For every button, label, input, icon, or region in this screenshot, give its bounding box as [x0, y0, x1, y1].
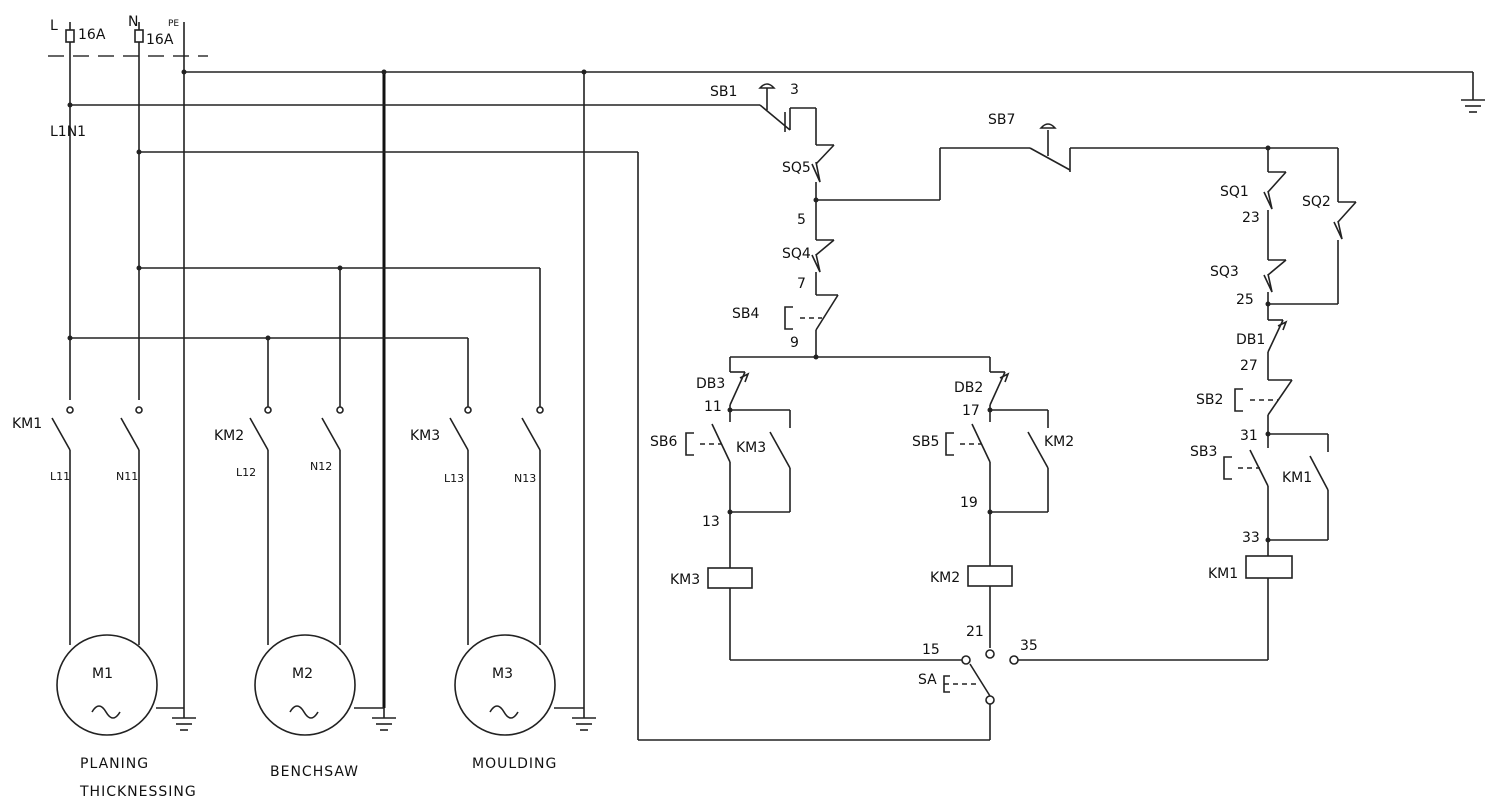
- motor-m3: [454, 634, 584, 736]
- supply-wiring: [48, 22, 1485, 741]
- db3-label: DB3: [696, 376, 725, 392]
- control-km1-branch: [816, 123, 1357, 661]
- wire-l13: L13: [444, 472, 464, 485]
- sq2-label: SQ2: [1302, 194, 1331, 210]
- db2-label: DB2: [954, 380, 983, 396]
- db1-label: DB1: [1236, 332, 1265, 348]
- sb5-label: SB5: [912, 434, 939, 450]
- control-km2-branch: [945, 357, 1049, 648]
- sq5-label: SQ5: [782, 160, 811, 176]
- node-15: 15: [922, 642, 940, 658]
- wire-n12: N12: [310, 460, 332, 473]
- km3-aux-label: KM3: [736, 440, 766, 456]
- earth-ground-icon: [572, 708, 596, 731]
- node-5: 5: [797, 212, 806, 228]
- earth-ground-icon: [372, 708, 396, 731]
- motor-m1: [56, 634, 184, 736]
- motor-m3-name: MOULDING: [472, 756, 557, 772]
- sq1-label: SQ1: [1220, 184, 1249, 200]
- node-31: 31: [1240, 428, 1258, 444]
- fuse-n-icon: [134, 29, 144, 43]
- node-25: 25: [1236, 292, 1254, 308]
- km1-aux-label: KM1: [1282, 470, 1312, 486]
- node-11: 11: [704, 399, 722, 415]
- earth-ground-icon: [1461, 99, 1485, 113]
- sb4-label: SB4: [732, 306, 759, 322]
- node-35: 35: [1020, 638, 1038, 654]
- fuse-l-rating: 16A: [78, 27, 106, 43]
- km1-power-label: KM1: [12, 416, 42, 432]
- control-km3-branch: [685, 357, 966, 661]
- node-27: 27: [1240, 358, 1258, 374]
- neutral-label: N: [128, 14, 138, 30]
- km3-power-label: KM3: [410, 428, 440, 444]
- node-19: 19: [960, 495, 978, 511]
- motor-m1-id: M1: [92, 666, 113, 682]
- motor-m2: [254, 634, 384, 736]
- fuse-n-rating: 16A: [146, 32, 174, 48]
- km2-power-label: KM2: [214, 428, 244, 444]
- line-label: L: [50, 18, 58, 34]
- motor-m3-id: M3: [492, 666, 513, 682]
- l1n1-label: L1N1: [50, 124, 86, 140]
- sa-label: SA: [918, 672, 937, 688]
- node-13: 13: [702, 514, 720, 530]
- sq4-label: SQ4: [782, 246, 811, 262]
- earth-ground-icon: [172, 708, 196, 731]
- node-7: 7: [797, 276, 806, 292]
- motor-m2-id: M2: [292, 666, 313, 682]
- motor-m1-name-line1: PLANING: [80, 756, 149, 772]
- sb1-label: SB1: [710, 84, 737, 100]
- sb2-label: SB2: [1196, 392, 1223, 408]
- km1-coil-label: KM1: [1208, 566, 1238, 582]
- sq3-label: SQ3: [1210, 264, 1239, 280]
- wire-n13: N13: [514, 472, 536, 485]
- motor-m2-name: BENCHSAW: [270, 764, 359, 780]
- earth-label: PE: [168, 19, 179, 29]
- node-33: 33: [1242, 530, 1260, 546]
- motor-m1-name-line2: THICKNESSING: [79, 784, 197, 800]
- node-21: 21: [966, 624, 984, 640]
- sb6-label: SB6: [650, 434, 677, 450]
- node-23: 23: [1242, 210, 1260, 226]
- wire-l12: L12: [236, 466, 256, 479]
- km2-coil-label: KM2: [930, 570, 960, 586]
- sb7-label: SB7: [988, 112, 1015, 128]
- node-3: 3: [790, 82, 799, 98]
- wire-n11: N11: [116, 470, 138, 483]
- km3-coil-label: KM3: [670, 572, 700, 588]
- selector-switch-sa: [943, 649, 1019, 705]
- sb3-label: SB3: [1190, 444, 1217, 460]
- wire-l11: L11: [50, 470, 70, 483]
- node-9: 9: [790, 335, 799, 351]
- control-common: [730, 83, 990, 360]
- km2-aux-label: KM2: [1044, 434, 1074, 450]
- fuse-l-icon: [65, 29, 75, 43]
- node-17: 17: [962, 403, 980, 419]
- power-contactors: [51, 406, 544, 645]
